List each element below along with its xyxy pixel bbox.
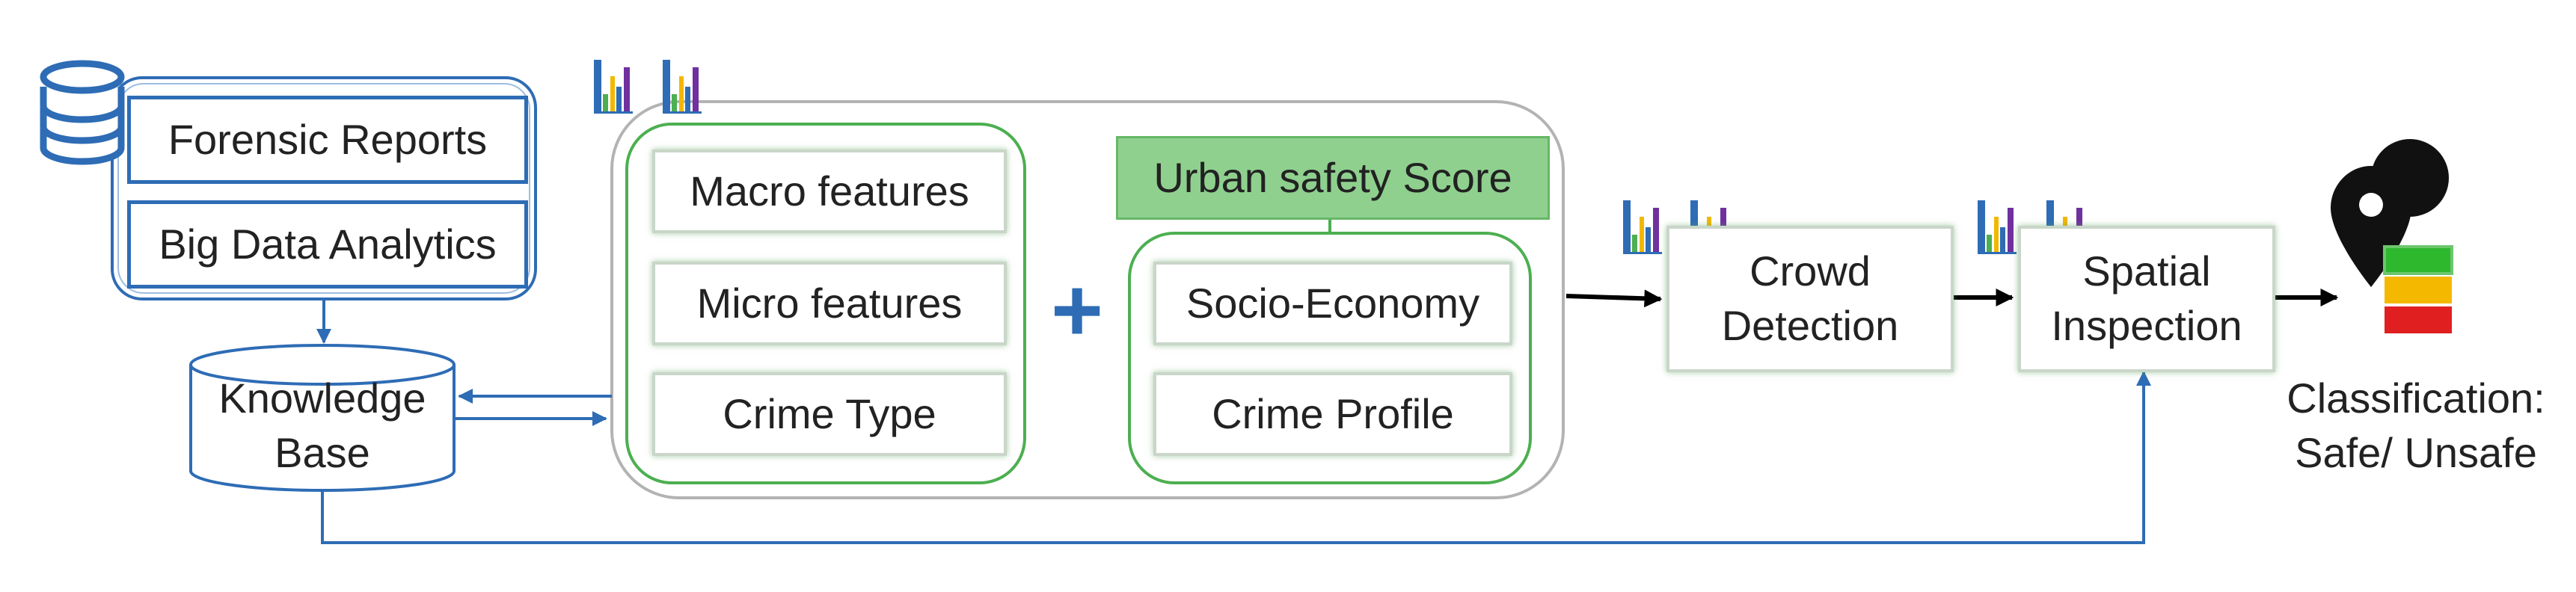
knowledge-base-cylinder <box>189 344 456 492</box>
database-icon <box>40 60 125 165</box>
classification-label: Classification: Safe/ Unsafe <box>2287 374 2545 476</box>
big-data-analytics-box: Big Data Analytics <box>127 200 528 289</box>
big-data-analytics-label: Big Data Analytics <box>159 220 497 268</box>
knowledge-base-label: Knowledge Base <box>218 374 426 476</box>
panel-to-crowd-arrow <box>1565 289 1663 308</box>
forensic-reports-label: Forensic Reports <box>168 115 488 163</box>
level-moderate-bar <box>2385 277 2452 303</box>
macro-features-box: Macro features <box>652 149 1007 233</box>
plus-symbol: + <box>1050 260 1104 360</box>
micro-features-label: Micro features <box>696 279 963 327</box>
level-safe-bar <box>2383 245 2453 275</box>
crime-profile-box: Crime Profile <box>1153 372 1512 456</box>
urban-safety-score-label: Urban safety Score <box>1153 153 1512 201</box>
spatial-inspection-box: Spatial Inspection <box>2018 226 2275 372</box>
forensic-reports-box: Forensic Reports <box>127 96 528 184</box>
left-feature-group <box>625 123 1026 484</box>
crime-type-box: Crime Type <box>652 372 1007 456</box>
socio-economy-label: Socio-Economy <box>1186 279 1480 327</box>
crime-profile-label: Crime Profile <box>1212 389 1454 437</box>
crowd-detection-box: Crowd Detection <box>1666 226 1954 372</box>
knowledge-to-spatial-arrow <box>321 371 2151 544</box>
crowd-detection-label: Crowd Detection <box>1721 247 1899 349</box>
safety-levels <box>2383 245 2453 333</box>
macro-features-label: Macro features <box>690 167 969 215</box>
crime-type-label: Crime Type <box>723 389 936 437</box>
socio-economy-box: Socio-Economy <box>1153 262 1512 345</box>
urban-safety-score-banner: Urban safety Score <box>1116 136 1550 220</box>
micro-features-box: Micro features <box>652 262 1007 345</box>
spatial-inspection-label: Spatial Inspection <box>2051 247 2242 349</box>
level-unsafe-bar <box>2385 306 2452 333</box>
